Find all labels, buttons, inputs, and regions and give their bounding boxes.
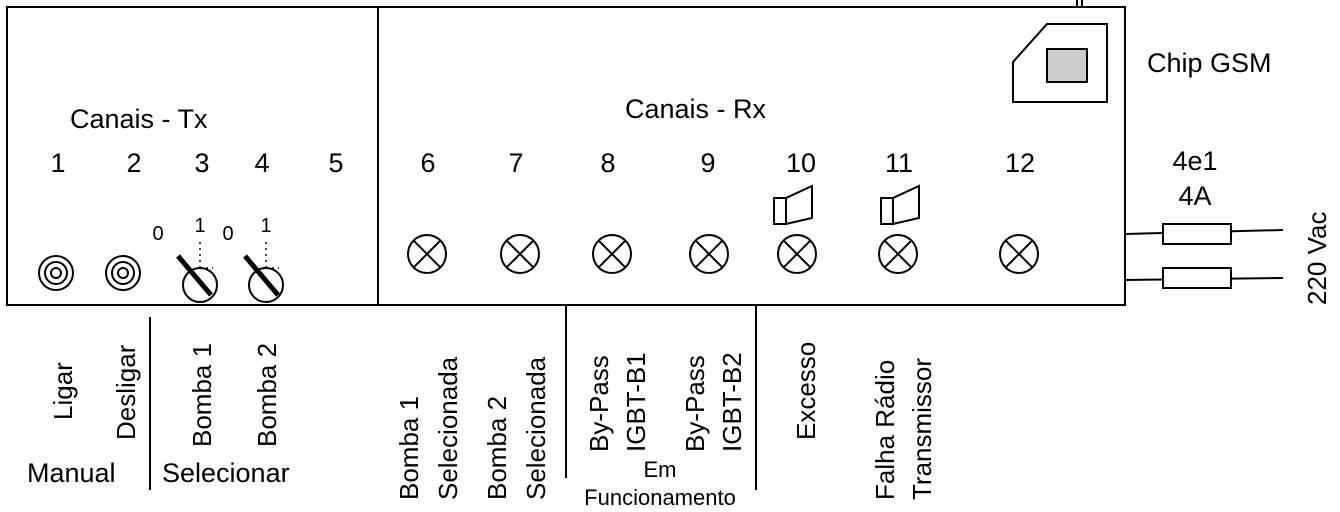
panel-frame	[6, 6, 1126, 306]
fuse-icon	[1162, 223, 1232, 245]
lamp-icon	[999, 234, 1039, 274]
chip-label: Chip GSM	[1147, 48, 1272, 78]
label-bomba2: Bomba 2	[252, 343, 282, 447]
channel-number: 11	[885, 148, 913, 178]
switch-off-mark: 0	[152, 223, 163, 245]
label-bomba2-selecionada: Selecionada	[521, 356, 551, 500]
channel-number: 10	[786, 148, 816, 178]
label-falha-radio: Transmissor	[907, 358, 937, 500]
switch-off-mark: 0	[222, 223, 233, 245]
lamp-icon	[592, 234, 632, 274]
group-label-manual: Manual	[27, 458, 116, 488]
channel-number: 5	[328, 148, 343, 178]
label-bypass-b2: By-Pass	[680, 355, 710, 452]
lamp-icon	[777, 234, 817, 274]
rx-title: Canais - Rx	[625, 94, 767, 124]
switch-on-mark: 1	[194, 215, 205, 237]
lamp-icon	[500, 234, 540, 274]
group-label-funcionamento: Funcionamento	[584, 485, 736, 510]
label-bomba1: Bomba 1	[187, 343, 217, 447]
label-bomba1-selecionada: Bomba 1	[394, 396, 424, 500]
label-bomba2-selecionada: Bomba 2	[482, 396, 512, 500]
lamp-icon	[689, 234, 729, 274]
lamp-icon	[407, 234, 447, 274]
channel-number: 1	[50, 148, 65, 178]
label-bomba1-selecionada: Selecionada	[433, 356, 463, 500]
fuse-icon	[1162, 267, 1232, 289]
channel-number: 2	[126, 148, 141, 178]
channel-number: 9	[700, 148, 715, 178]
label-bypass-b1: By-Pass	[584, 355, 614, 452]
push-button-desligar[interactable]	[105, 255, 141, 291]
group-label-selecionar: Selecionar	[162, 458, 290, 488]
switch-on-mark: 1	[260, 215, 271, 237]
fuse-label: 4e1	[1172, 146, 1217, 176]
channel-number: 7	[508, 148, 523, 178]
selector-switch-bomba2[interactable]	[243, 242, 284, 303]
supply-label: 220 Vac	[1302, 212, 1332, 305]
buzzer-icon	[880, 184, 920, 226]
channel-number: 8	[600, 148, 615, 178]
label-excesso: Excesso	[791, 342, 821, 440]
label-bypass-b2: IGBT-B2	[717, 352, 747, 452]
channel-number: 6	[420, 148, 435, 178]
selector-switch-bomba1[interactable]	[176, 242, 218, 303]
tx-title: Canais - Tx	[70, 104, 208, 134]
buzzer-icon	[773, 184, 813, 226]
lamp-icon	[878, 234, 918, 274]
sim-chip-icon	[1012, 23, 1108, 103]
channel-number: 12	[1005, 148, 1035, 178]
fuse-rating: 4A	[1178, 181, 1211, 211]
group-label-em: Em	[644, 457, 677, 482]
label-bypass-b1: IGBT-B1	[621, 352, 651, 452]
push-button-ligar[interactable]	[38, 255, 74, 291]
label-desligar: Desligar	[111, 344, 141, 440]
label-falha-radio: Falha Rádio	[870, 360, 900, 500]
channel-number: 4	[254, 148, 269, 178]
channel-number: 3	[194, 148, 209, 178]
label-ligar: Ligar	[48, 362, 78, 420]
